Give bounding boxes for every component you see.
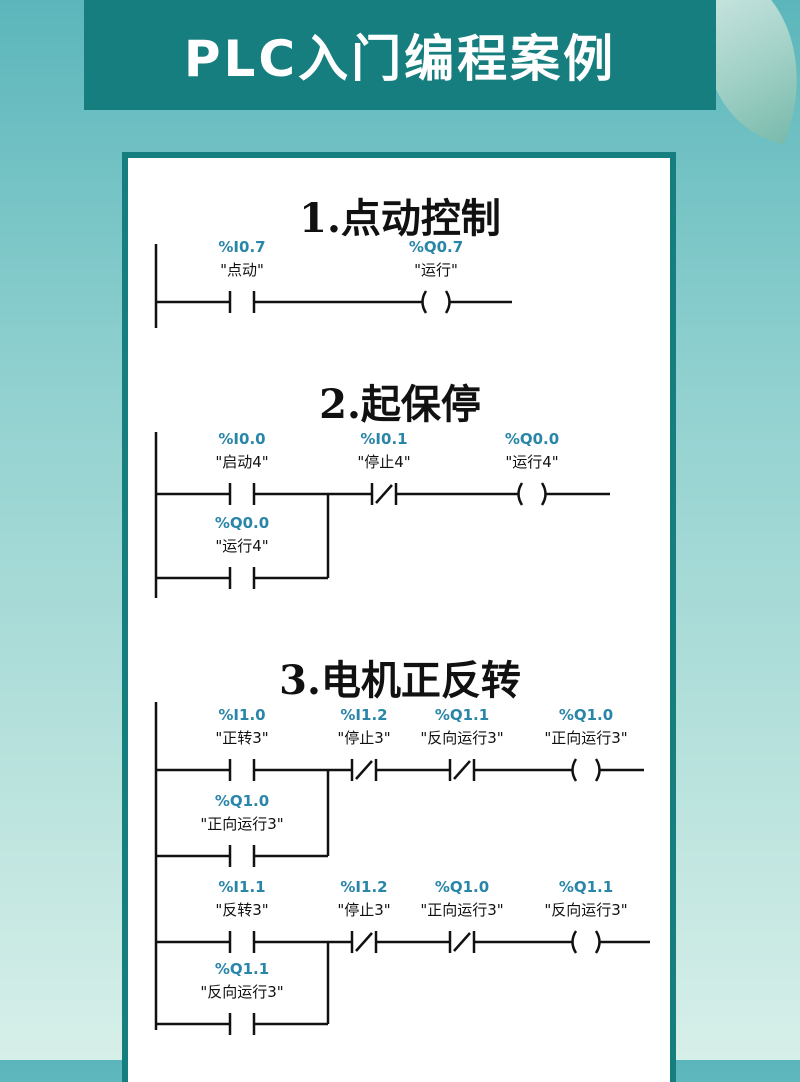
rung-3-2-address-3: %Q1.1 — [559, 878, 613, 896]
rung-1-1-tag-0: "点动" — [220, 261, 264, 279]
rung-3-1-tag-3: "正向运行3" — [544, 729, 627, 747]
rung-3-2-contact-1-slash — [355, 932, 373, 952]
rung-2-1-tag-1: "停止4" — [357, 453, 410, 471]
rung-3-1-tag-0: "正转3" — [215, 729, 268, 747]
rung-3-1-address-3: %Q1.0 — [559, 706, 613, 724]
rung-3-1-contact-2-slash — [453, 760, 471, 780]
rung-3-1-coil-right-arc — [594, 758, 601, 782]
rung-1-1-coil-right-arc — [444, 290, 451, 314]
content-panel — [122, 152, 676, 1082]
rung-3-1-address-1: %I1.2 — [340, 706, 387, 724]
rung-2-1-branch-address: %Q0.0 — [215, 514, 269, 532]
rung-3-2-tag-1: "停止3" — [337, 901, 390, 919]
rung-2-1-address-2: %Q0.0 — [505, 430, 559, 448]
rung-2-1-contact-1-slash — [375, 484, 393, 504]
rung-3-2-branch-address: %Q1.1 — [215, 960, 269, 978]
rung-2-1-coil-left-arc — [517, 482, 524, 506]
rung-3-2-tag-0: "反转3" — [215, 901, 268, 919]
rung-2-1-branch-tag: "运行4" — [215, 537, 268, 555]
rung-3-2-coil-right-arc — [594, 930, 601, 954]
title-banner: PLC入门编程案例 — [84, 0, 716, 110]
rung-2-1-address-1: %I0.1 — [360, 430, 407, 448]
rung-3-2-coil-left-arc — [571, 930, 578, 954]
rung-3-1-coil-left-arc — [571, 758, 578, 782]
rung-2-1-tag-2: "运行4" — [505, 453, 558, 471]
rung-3-2-contact-2-slash — [453, 932, 471, 952]
rung-1-1-tag-1: "运行" — [414, 261, 458, 279]
section-title-1: 1.点动控制 — [299, 195, 501, 242]
rung-3-2-address-2: %Q1.0 — [435, 878, 489, 896]
section-title-3: 3.电机正反转 — [279, 657, 521, 704]
rung-3-1-tag-1: "停止3" — [337, 729, 390, 747]
rung-3-2-address-1: %I1.2 — [340, 878, 387, 896]
rung-3-1-branch-address: %Q1.0 — [215, 792, 269, 810]
rung-1-1-coil-left-arc — [421, 290, 428, 314]
rung-2-1-coil-right-arc — [540, 482, 547, 506]
rung-3-2-branch-tag: "反向运行3" — [200, 983, 283, 1001]
rung-2-1-tag-0: "启动4" — [215, 453, 268, 471]
rung-2-1-address-0: %I0.0 — [218, 430, 265, 448]
rung-3-1-contact-1-slash — [355, 760, 373, 780]
rung-3-2-address-0: %I1.1 — [218, 878, 265, 896]
section-title-2: 2.起保停 — [319, 381, 481, 428]
rung-3-1-address-0: %I1.0 — [218, 706, 265, 724]
rung-1-1-address-1: %Q0.7 — [409, 238, 463, 256]
rung-3-1-address-2: %Q1.1 — [435, 706, 489, 724]
rung-3-2-tag-2: "正向运行3" — [420, 901, 503, 919]
rung-3-2-tag-3: "反向运行3" — [544, 901, 627, 919]
rung-3-1-tag-2: "反向运行3" — [420, 729, 503, 747]
page-title: PLC入门编程案例 — [183, 30, 617, 88]
ladder-diagram: %I0.7 "点动" %Q0.7 "运行" %I0.0 "启动4" %I0.1 "停止4" %Q… — [154, 238, 650, 1035]
rung-3-1-branch-tag: "正向运行3" — [200, 815, 283, 833]
rung-1-1-address-0: %I0.7 — [218, 238, 265, 256]
